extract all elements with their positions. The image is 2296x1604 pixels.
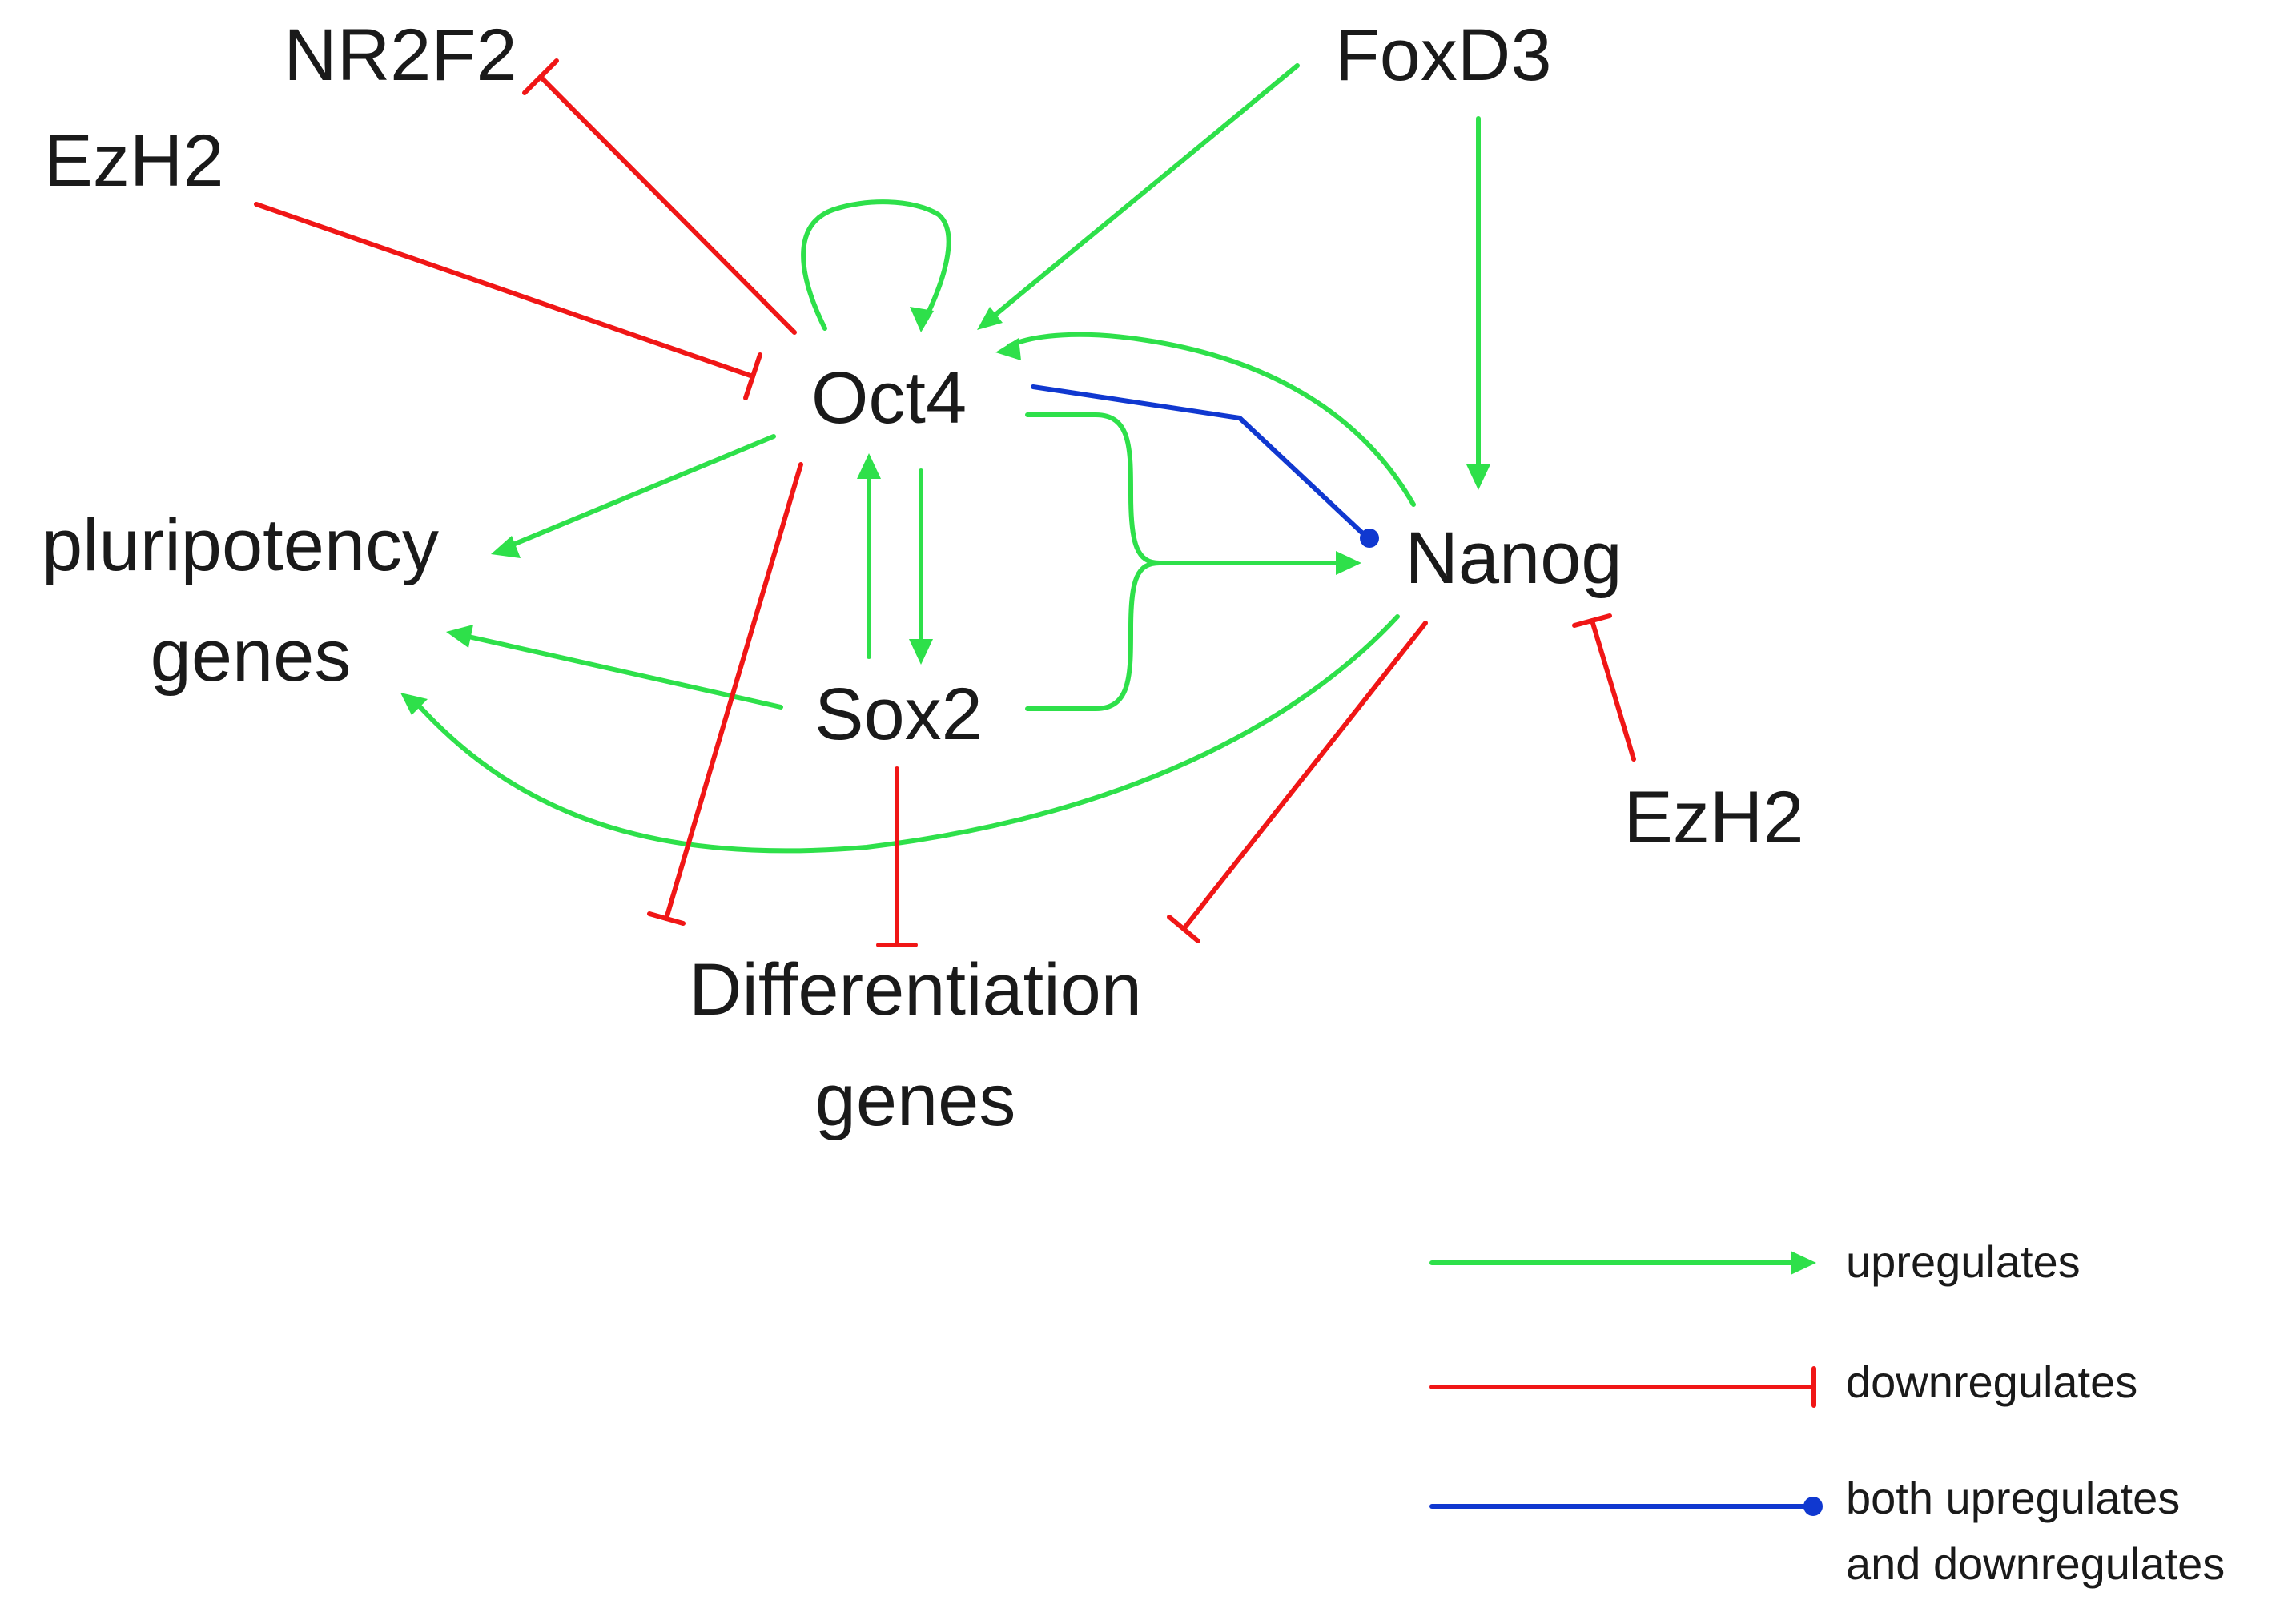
- edge-sox2-to-pluripotency: [466, 634, 783, 710]
- node-ezh2-top: EzH2: [44, 120, 224, 202]
- edge-foxd3-to-oct4: [984, 63, 1300, 324]
- dot-oct4-both-nanog: [1360, 529, 1379, 548]
- legend-both-dot: [1803, 1497, 1823, 1516]
- node-differentiation-genes-line2: genes: [815, 1059, 1016, 1141]
- tbar-ezh2-right: [1572, 613, 1612, 628]
- tbar-oct4-differentiation: [647, 911, 686, 926]
- arrowhead-foxd3-to-nanog: [1466, 464, 1490, 490]
- legend-both-label-line2: and downregulates: [1846, 1538, 2225, 1589]
- legend: upregulates downregulates both upregulat…: [1429, 1236, 2225, 1589]
- edge-nanog-to-oct4: [1007, 332, 1416, 507]
- arrowhead-oct4-sox2-to-nanog: [1336, 551, 1361, 575]
- arrowhead-oct4-to-sox2: [909, 639, 933, 665]
- arrowhead-oct4-self-loop: [910, 307, 934, 332]
- node-pluripotency-genes-line2: genes: [151, 615, 352, 697]
- edge-ezh2-inhibits-oct4: [254, 202, 755, 379]
- node-foxd3: FoxD3: [1335, 14, 1552, 96]
- arrowhead-sox2-to-oct4: [857, 453, 881, 479]
- arrowhead-nanog-to-pluripotency: [400, 693, 428, 715]
- edge-oct4-bracket: [1025, 412, 1162, 565]
- node-differentiation-genes-line1: Differentiation: [689, 949, 1142, 1031]
- edge-oct4-inhibits-differentiation: [664, 462, 803, 921]
- edge-oct4-both-nanog: [1031, 384, 1370, 541]
- legend-upregulates-label: upregulates: [1846, 1236, 2081, 1287]
- arrowhead-oct4-to-pluripotency: [491, 536, 521, 558]
- edge-oct4-to-pluripotency: [507, 434, 776, 549]
- tbar-ezh2-top: [743, 352, 762, 400]
- arrowhead-foxd3-to-oct4: [977, 307, 1003, 330]
- legend-both-label-line1: both upregulates: [1846, 1473, 2180, 1523]
- node-nanog: Nanog: [1405, 517, 1622, 599]
- edge-nr2f2-inhibits-oct4: [538, 74, 797, 335]
- tbar-nanog-differentiation: [1167, 915, 1200, 943]
- edge-nanog-to-pluripotency: [416, 614, 1400, 854]
- edge-nanog-inhibits-differentiation: [1181, 621, 1428, 931]
- arrowhead-sox2-to-pluripotency: [446, 625, 473, 648]
- node-pluripotency-genes-line1: pluripotency: [42, 505, 439, 586]
- legend-downregulates-label: downregulates: [1846, 1357, 2137, 1407]
- node-nr2f2: NR2F2: [283, 14, 517, 96]
- tbar-nr2f2: [522, 58, 559, 95]
- edge-ezh2-inhibits-nanog: [1590, 618, 1636, 762]
- node-oct4: Oct4: [811, 357, 967, 439]
- edge-sox2-bracket: [1025, 561, 1162, 711]
- legend-upregulates-arrowhead: [1791, 1251, 1816, 1275]
- node-sox2: Sox2: [814, 673, 983, 755]
- edge-oct4-self-loop: [801, 199, 951, 331]
- arrowhead-nanog-to-oct4: [995, 338, 1021, 360]
- node-ezh2-right: EzH2: [1624, 777, 1804, 858]
